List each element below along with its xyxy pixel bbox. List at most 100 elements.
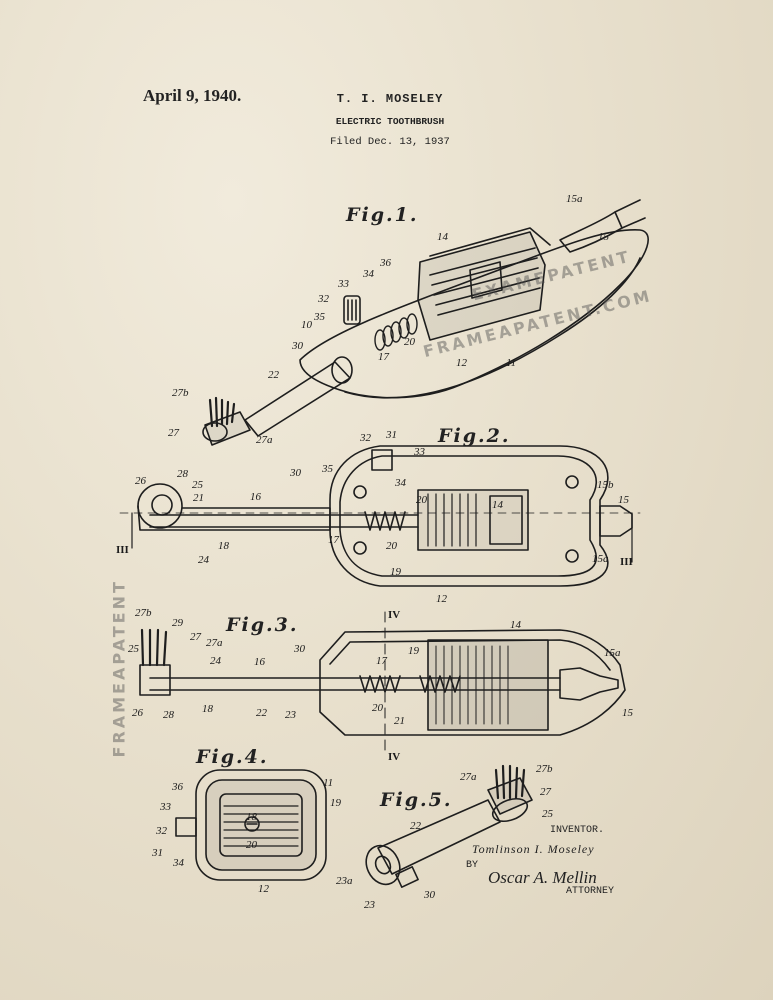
ref-numeral: 15a [592, 553, 609, 565]
ref-numeral: 32 [359, 432, 372, 444]
ref-numeral: 26 [132, 707, 144, 719]
ref-numeral: 33 [413, 446, 426, 458]
fig2-drawing [119, 445, 641, 587]
patent-header: T. I. MOSELEY ELECTRIC TOOTHBRUSH Filed … [300, 92, 480, 148]
ref-numeral: 12 [456, 357, 468, 369]
ref-numeral: 36 [171, 781, 184, 793]
ref-numeral: 20 [404, 336, 416, 348]
section-mark: III [620, 556, 633, 568]
section-mark: IV [388, 751, 400, 763]
ref-numeral: 22 [268, 369, 280, 381]
ref-numeral: 27a [460, 771, 477, 783]
ref-numeral: 27b [536, 763, 553, 775]
ref-numeral: 25 [542, 808, 554, 820]
ref-numeral: 15a [604, 647, 621, 659]
ref-numeral: 20 [246, 839, 258, 851]
ref-numeral: 35 [321, 463, 334, 475]
attorney-signature: Oscar A. Mellin [488, 868, 597, 887]
ref-numeral: 30 [423, 889, 436, 901]
ref-numeral: 18 [202, 703, 214, 715]
ref-numeral: 15b [597, 479, 614, 491]
ref-numeral: 28 [177, 468, 189, 480]
ref-numeral: 30 [289, 467, 302, 479]
fig2-label: Fig.2. [438, 425, 511, 447]
ref-numeral: 14 [437, 231, 449, 243]
ref-numeral: 27 [168, 427, 180, 439]
ref-numeral: 17 [378, 351, 390, 363]
ref-numeral: 28 [163, 709, 175, 721]
attorney-label: ATTORNEY [566, 886, 615, 897]
ref-numeral: 15 [618, 494, 630, 506]
ref-numeral: 27a [256, 434, 273, 446]
ref-numeral: 14 [510, 619, 522, 631]
ref-numeral: 20 [386, 540, 398, 552]
reference-numerals: 15a 15 14 36 34 33 32 35 10 30 22 27b 27… [128, 193, 634, 911]
ref-numeral: 25 [192, 479, 204, 491]
ref-numeral: 21 [394, 715, 405, 727]
ref-numeral: 11 [506, 357, 516, 369]
ref-numeral: 11 [323, 777, 333, 789]
ref-numeral: 35 [313, 311, 326, 323]
filed-date: Filed Dec. 13, 1937 [330, 136, 450, 148]
ref-numeral: 24 [210, 655, 222, 667]
ref-numeral: 19 [408, 645, 420, 657]
inventor-label: INVENTOR. [550, 825, 605, 836]
fig5-label: Fig.5. [380, 789, 453, 811]
ref-numeral: 27b [172, 387, 189, 399]
fig3-label: Fig.3. [226, 614, 299, 636]
fig1-label: Fig.1. [346, 204, 419, 226]
ref-numeral: 30 [293, 643, 306, 655]
ref-numeral: 16 [250, 491, 262, 503]
patent-title: ELECTRIC TOOTHBRUSH [335, 116, 445, 127]
ref-numeral: 27 [190, 631, 202, 643]
ref-numeral: 18 [218, 540, 230, 552]
ref-numeral: 17 [376, 655, 388, 667]
fig4-drawing [175, 769, 327, 881]
ref-numeral: 19 [390, 566, 402, 578]
inventor-name: Tomlinson I. Moseley [472, 842, 595, 856]
fig5-drawing [365, 764, 533, 888]
ref-numeral: 12 [436, 593, 448, 605]
ref-numeral: 23 [285, 709, 297, 721]
ref-numeral: 19 [330, 797, 342, 809]
fig1-drawing [202, 199, 649, 446]
ref-numeral: 34 [394, 477, 407, 489]
ref-numeral: 23a [336, 875, 353, 887]
ref-numeral: 20 [372, 702, 384, 714]
ref-numeral: 36 [379, 257, 392, 269]
ref-numeral: 33 [159, 801, 172, 813]
ref-numeral: 26 [135, 475, 147, 487]
ref-numeral: 15 [622, 707, 634, 719]
ref-numeral: 32 [317, 293, 330, 305]
ref-numeral: 34 [172, 857, 185, 869]
ref-numeral: 29 [172, 617, 184, 629]
ref-numeral: 34 [362, 268, 375, 280]
ref-numeral: 20 [416, 494, 428, 506]
section-mark: III [116, 544, 129, 556]
ref-numeral: 22 [410, 820, 422, 832]
ref-numeral: 15a [566, 193, 583, 205]
ref-numeral: 21 [193, 492, 204, 504]
fig4-label: Fig.4. [196, 746, 269, 768]
ref-numeral: 23 [364, 899, 376, 911]
inventor-short: T. I. MOSELEY [336, 92, 444, 106]
ref-numeral: 16 [254, 656, 266, 668]
watermark-c: FRAMEAPATENT [109, 579, 129, 758]
by-label: BY [466, 860, 479, 871]
ref-numeral: 31 [385, 429, 397, 441]
ref-numeral: 27a [206, 637, 223, 649]
ref-numeral: 12 [258, 883, 270, 895]
ref-numeral: 22 [256, 707, 268, 719]
ref-numeral: 25 [128, 643, 140, 655]
ref-numeral: 27 [540, 786, 552, 798]
ref-numeral: 14 [492, 499, 504, 511]
ref-numeral: 31 [151, 847, 163, 859]
ref-numeral: 24 [198, 554, 210, 566]
fig3-drawing [139, 611, 626, 751]
ref-numeral: 15 [598, 231, 610, 243]
ref-numeral: 10 [301, 319, 313, 331]
ref-numeral: 33 [337, 278, 350, 290]
patent-date: April 9, 1940. [143, 86, 242, 105]
